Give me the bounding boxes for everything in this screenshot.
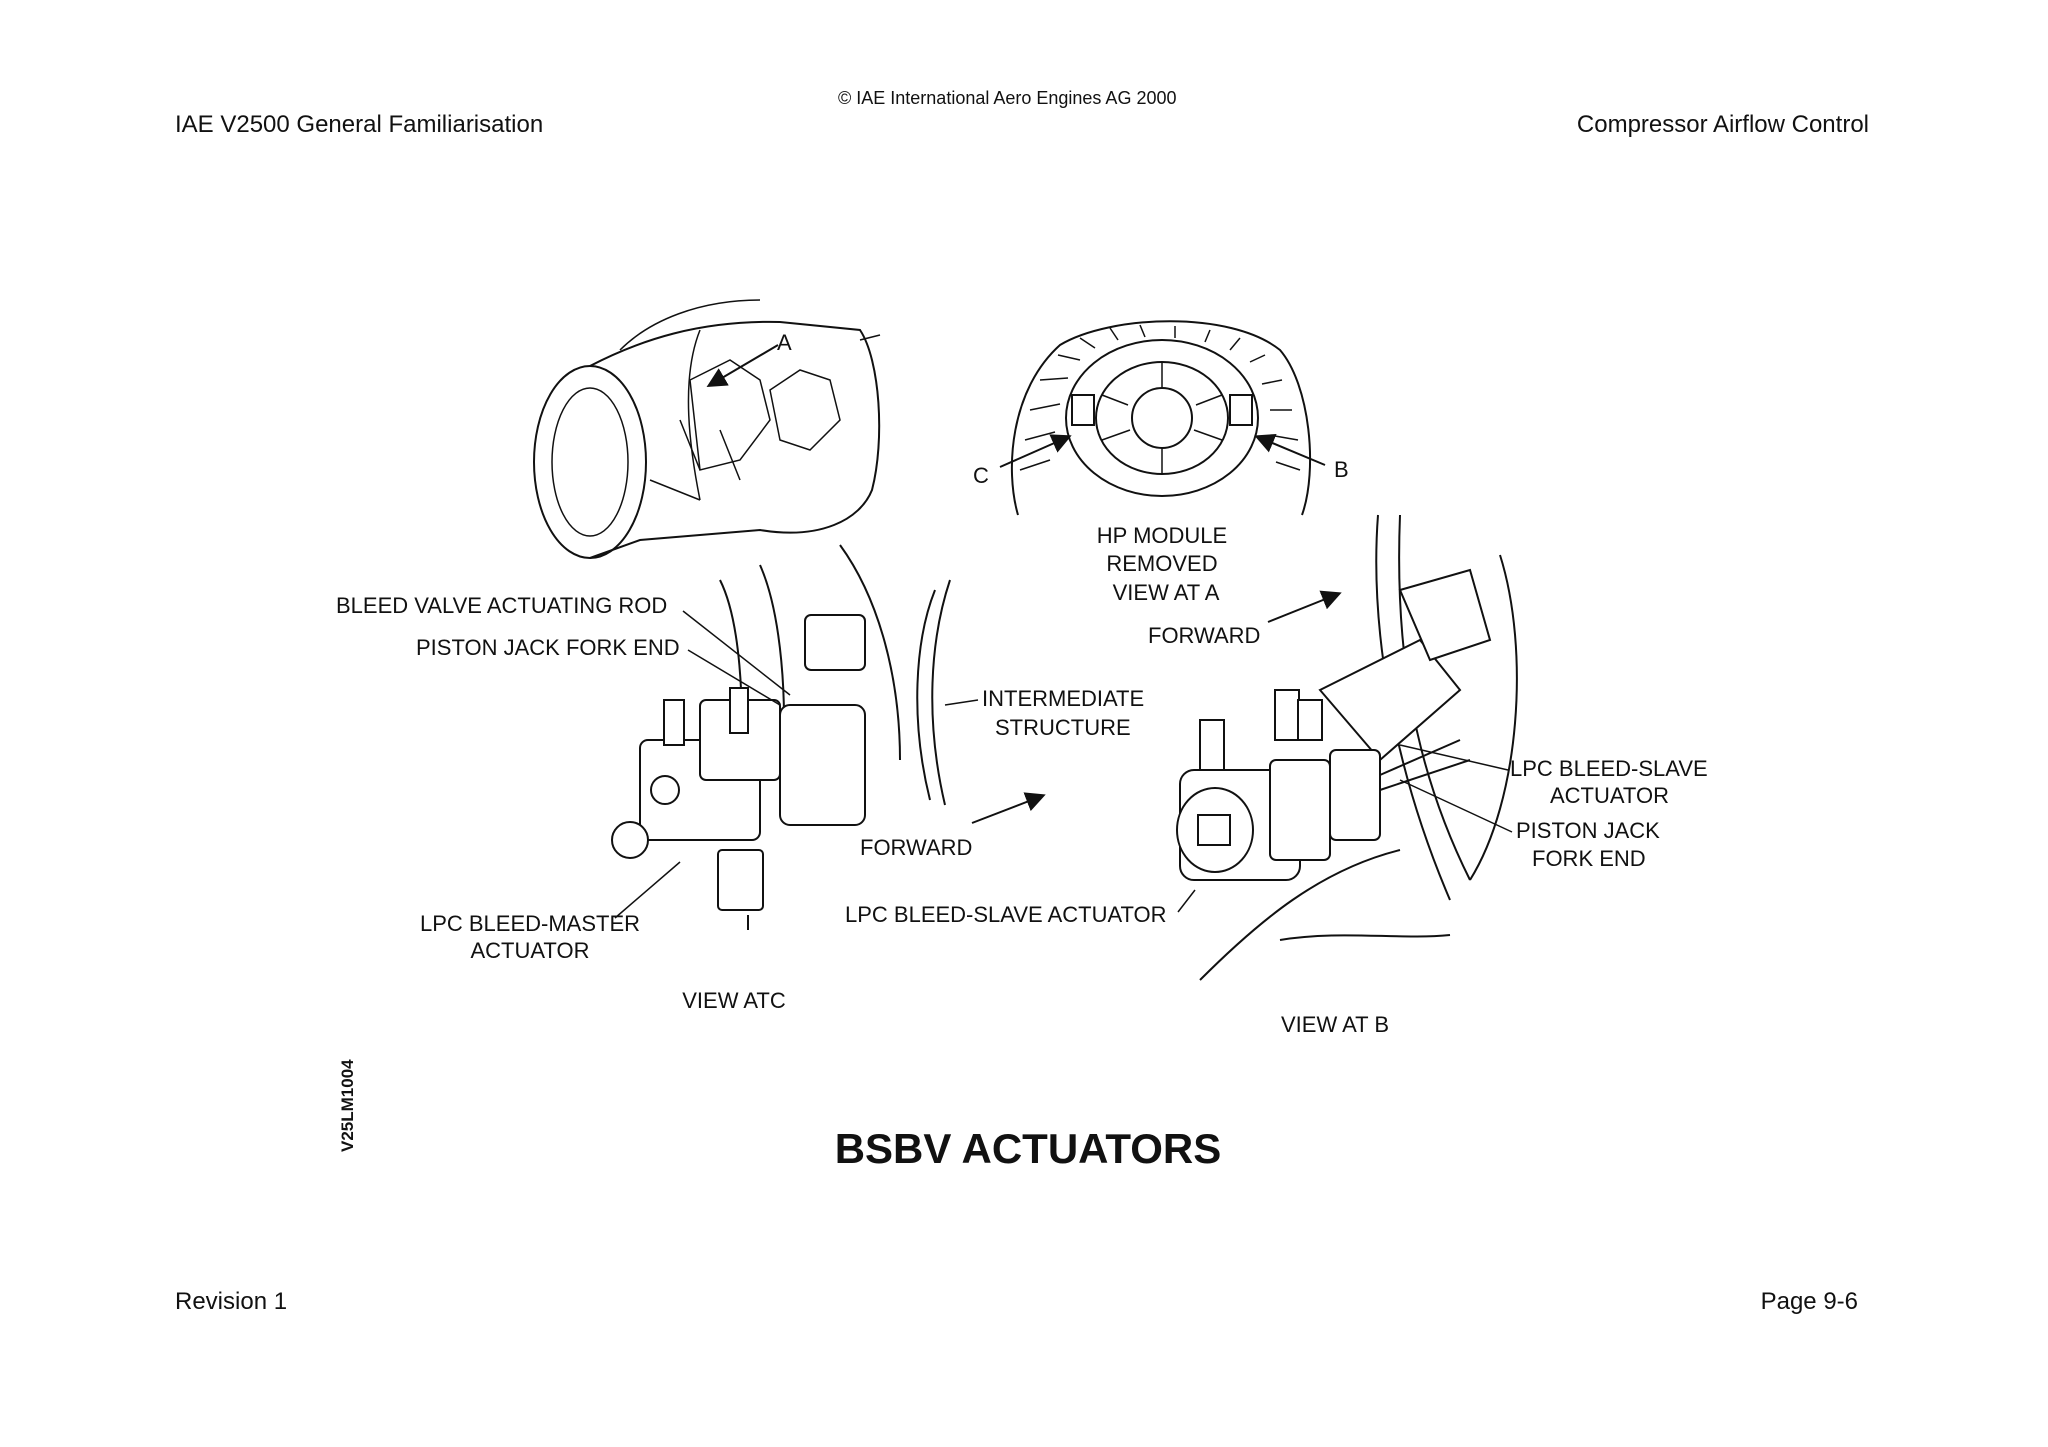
master-actuator-leader — [614, 861, 681, 919]
arrow-b-label: B — [1334, 457, 1349, 482]
arrow-c-label: C — [973, 463, 989, 488]
figure-id: V25LM1004 — [338, 1059, 357, 1152]
view-a-arrow — [706, 344, 779, 388]
section-title: Compressor Airflow Control — [1576, 111, 1869, 138]
master-actuator-drawing — [611, 544, 951, 930]
slave-actuator-right-label-line1: LPC BLEED-SLAVE — [1510, 756, 1708, 781]
piston-fork-left-label: PISTON JACK FORK END — [416, 635, 680, 660]
piston-fork-right-label-line1: PISTON JACK — [1516, 818, 1660, 843]
slave-actuator-right-label-line2: ACTUATOR — [1550, 783, 1669, 808]
intermediate-structure-leader — [944, 699, 979, 706]
page-number: Page 9-6 — [1760, 1288, 1858, 1315]
bleed-valve-rod-leader — [682, 610, 791, 696]
hp-module-label-line1: HP MODULE — [1097, 523, 1227, 548]
slave-actuator-right-leader — [1399, 744, 1509, 771]
forward-label-top: FORWARD — [1148, 623, 1260, 648]
engine-overview-drawing — [533, 299, 881, 559]
copyright-notice: © IAE International Aero Engines AG 2000 — [838, 88, 1177, 108]
forward-arrow-middle — [971, 792, 1046, 824]
bleed-valve-rod-label: BLEED VALVE ACTUATING ROD — [336, 593, 667, 618]
slave-actuator-bottom-label: LPC BLEED-SLAVE ACTUATOR — [845, 902, 1167, 927]
hp-module-face-drawing — [1010, 320, 1312, 516]
forward-label-middle: FORWARD — [860, 835, 972, 860]
piston-fork-left-leader — [687, 649, 781, 706]
revision-label: Revision 1 — [175, 1288, 288, 1315]
intermediate-structure-label-line1: INTERMEDIATE — [982, 686, 1144, 711]
figure-title: BSBV ACTUATORS — [835, 1125, 1222, 1172]
forward-arrow-top — [1267, 590, 1342, 623]
intermediate-structure-label-line2: STRUCTURE — [995, 715, 1131, 740]
piston-fork-right-leader — [1399, 779, 1513, 833]
piston-fork-right-label-line2: FORK END — [1532, 846, 1646, 871]
view-c-arrow — [999, 434, 1072, 468]
view-b-arrow — [1254, 433, 1326, 466]
master-actuator-label-line1: LPC BLEED-MASTER — [420, 911, 640, 936]
view-at-a-caption: VIEW AT A — [1113, 580, 1220, 605]
master-actuator-label-line2: ACTUATOR — [471, 938, 590, 963]
slave-actuator-bottom-leader — [1177, 889, 1196, 913]
view-at-b-caption: VIEW AT B — [1281, 1012, 1389, 1037]
hp-module-label-line2: REMOVED — [1106, 551, 1217, 576]
arrow-a-label: A — [777, 330, 792, 355]
view-atc-caption: VIEW ATC — [682, 988, 786, 1013]
document-title: IAE V2500 General Familiarisation — [175, 111, 544, 138]
slave-actuator-drawing — [1176, 514, 1518, 981]
